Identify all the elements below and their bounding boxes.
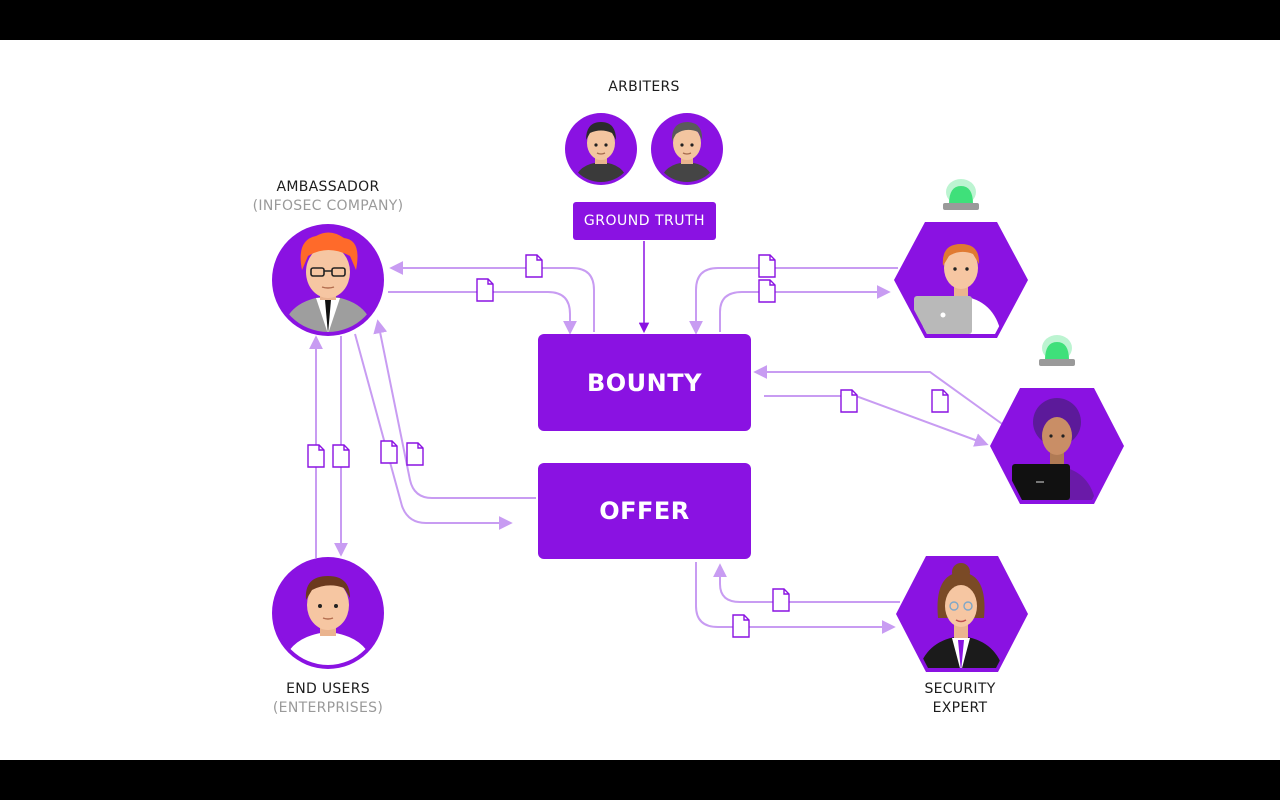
arbiters-label: ARBITERS bbox=[584, 78, 704, 97]
security-expert-label: SECURITY EXPERT bbox=[900, 680, 1020, 718]
security-expert-title-line1: SECURITY bbox=[924, 681, 996, 697]
security-expert-avatar-1 bbox=[894, 222, 1028, 338]
end-users-label: END USERS (ENTERPRISES) bbox=[238, 680, 418, 718]
ground-truth-label: GROUND TRUTH bbox=[583, 213, 706, 229]
arbiter-avatar-2 bbox=[651, 113, 723, 185]
document-icon bbox=[307, 444, 325, 468]
bounty-label: BOUNTY bbox=[586, 368, 703, 397]
arbiter-avatar-1 bbox=[565, 113, 637, 185]
diagram-stage: ARBITERS AMBASSADOR (INFOSEC COMPANY) EN… bbox=[0, 40, 1280, 760]
connector-bounty-to-expert2 bbox=[764, 395, 989, 447]
security-expert-avatar-3 bbox=[896, 556, 1028, 672]
connector-bounty-to-expert1 bbox=[719, 285, 891, 332]
letterbox-bottom bbox=[0, 760, 1280, 800]
end-users-subtitle: (ENTERPRISES) bbox=[272, 700, 384, 716]
ambassador-avatar bbox=[272, 224, 384, 336]
diagram-canvas bbox=[272, 113, 1124, 672]
document-icon bbox=[840, 389, 858, 413]
ambassador-subtitle: (INFOSEC COMPANY) bbox=[252, 198, 404, 214]
connector-offer-to-ambassador bbox=[373, 319, 536, 499]
connector-bounty-to-ambassador bbox=[389, 261, 595, 332]
document-icon bbox=[772, 588, 790, 612]
connector-lines bbox=[309, 241, 1006, 634]
security-expert-title-line2: EXPERT bbox=[932, 700, 988, 716]
connector-ambassador-to-bounty bbox=[388, 291, 577, 335]
end-users-avatar bbox=[272, 557, 384, 669]
alarm-light-icon bbox=[1039, 335, 1075, 366]
ambassador-title: AMBASSADOR bbox=[276, 179, 380, 195]
document-icon bbox=[931, 389, 949, 413]
offer-label: OFFER bbox=[599, 497, 690, 525]
connector-ambassador-to-offer bbox=[354, 333, 513, 530]
connector-expert1-to-bounty bbox=[689, 267, 898, 335]
document-icon bbox=[732, 614, 750, 638]
connector-offer-to-expert bbox=[695, 562, 896, 634]
connector-expert2-to-bounty bbox=[753, 365, 1006, 427]
letterbox-top bbox=[0, 0, 1280, 40]
bounty-box: BOUNTY bbox=[538, 334, 751, 431]
document-icon bbox=[758, 279, 776, 303]
end-users-title: END USERS bbox=[286, 681, 370, 697]
offer-box: OFFER bbox=[538, 463, 751, 559]
document-icon bbox=[332, 444, 350, 468]
document-icon bbox=[476, 278, 494, 302]
security-expert-avatar-2 bbox=[990, 388, 1124, 504]
document-icon bbox=[406, 442, 424, 466]
document-icon bbox=[758, 254, 776, 278]
alarm-light-icon bbox=[943, 179, 979, 210]
document-icon bbox=[525, 254, 543, 278]
document-icon bbox=[380, 440, 398, 464]
connector-expert-to-offer bbox=[713, 563, 900, 603]
ambassador-label: AMBASSADOR (INFOSEC COMPANY) bbox=[238, 178, 418, 216]
ground-truth-box: GROUND TRUTH bbox=[573, 202, 716, 240]
arbiters-title: ARBITERS bbox=[608, 79, 680, 95]
